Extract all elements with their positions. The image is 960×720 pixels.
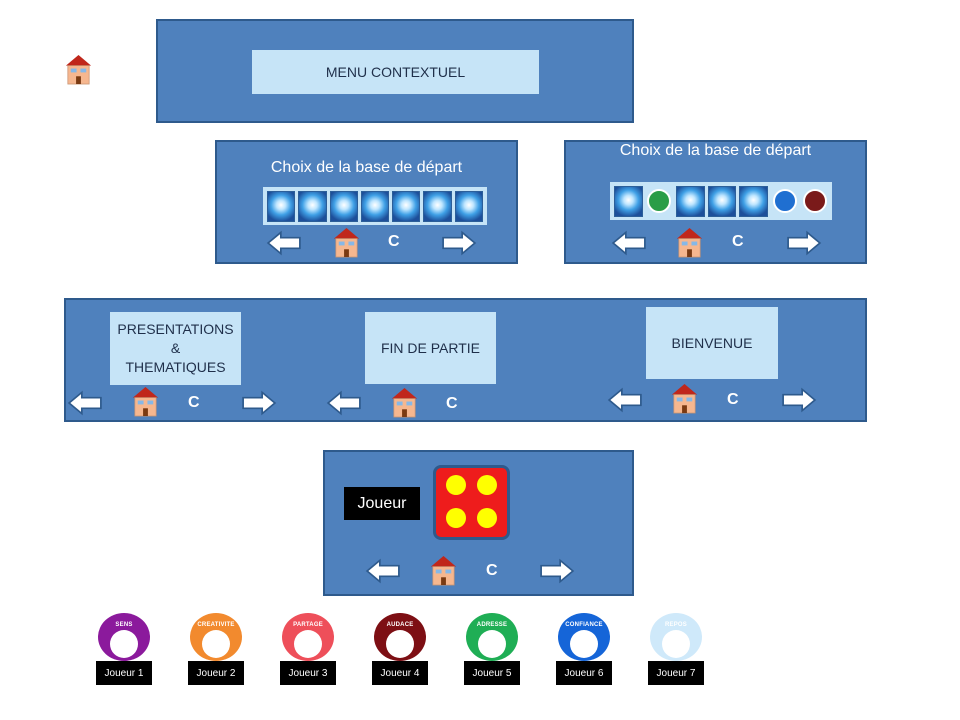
house-icon[interactable] [429,555,458,586]
arrow-right-icon[interactable] [539,558,575,584]
player-label: Joueur 5 [464,661,520,685]
house-icon[interactable] [131,386,160,417]
player-token[interactable]: CREATIVITE [190,613,242,661]
token-center [386,630,414,658]
joueur-label: Joueur [344,487,420,520]
arrow-left-icon[interactable] [607,387,643,413]
menu-contextuel-button[interactable]: MENU CONTEXTUEL [252,50,539,94]
token-badge-label: CREATIVITE [197,622,235,628]
base-badge[interactable] [646,187,673,216]
base-tile[interactable] [267,190,296,222]
die-pip [446,475,466,495]
token-badge-label: REPOS [664,622,687,628]
base-tile[interactable] [360,190,390,222]
base-choice-panel-right: Choix de la base de départ C [564,140,867,264]
base-tile-strip [263,187,487,225]
presentations-thematiques-button[interactable]: PRESENTATIONS & THEMATIQUES [110,312,241,385]
player-token[interactable]: REPOS [650,613,702,661]
token-center [570,630,598,658]
c-button[interactable]: C [727,391,739,408]
player-label: Joueur 1 [96,661,152,685]
dice-panel: Joueur C [323,450,634,596]
player-token[interactable]: AUDACE [374,613,426,661]
house-icon[interactable] [670,383,699,414]
base-tile[interactable] [454,190,483,222]
player-label: Joueur 4 [372,661,428,685]
player-token[interactable]: CONFIANCE [558,613,610,661]
arrow-left-icon[interactable] [365,558,401,584]
c-button[interactable]: C [446,395,458,412]
player-row: SENS Joueur 1 CREATIVITE Joueur 2 PARTAGE Jou… [0,610,960,690]
player-label: Joueur 6 [556,661,612,685]
house-icon[interactable] [332,227,361,258]
base-tile[interactable] [707,185,737,217]
token-center [110,630,138,658]
player-label: Joueur 7 [648,661,704,685]
token-center [662,630,690,658]
badge-disc-icon [802,189,827,213]
token-badge-label: PARTAGE [293,622,323,628]
die-pip [446,508,466,528]
base-tile[interactable] [614,185,643,217]
player-token[interactable]: PARTAGE [282,613,334,661]
base-tile[interactable] [739,185,769,217]
base-tile[interactable] [298,190,327,222]
panel-title: Choix de la base de départ [619,142,812,159]
arrow-left-icon[interactable] [326,390,362,416]
die-pip [477,508,497,528]
player-label: Joueur 2 [188,661,244,685]
c-button[interactable]: C [388,233,400,250]
panel-title: Choix de la base de départ [270,159,463,176]
badge-disc-icon [647,189,672,213]
token-badge-label: SENS [115,622,133,628]
arrow-right-icon[interactable] [786,230,822,256]
arrow-right-icon[interactable] [441,230,477,256]
arrow-left-icon[interactable] [67,390,103,416]
arrow-right-icon[interactable] [241,390,277,416]
bienvenue-button[interactable]: BIENVENUE [646,307,778,379]
c-button[interactable]: C [188,394,200,411]
base-tile[interactable] [329,190,358,222]
token-center [202,630,230,658]
house-icon[interactable] [390,387,419,418]
house-icon[interactable] [64,54,93,85]
player-token[interactable]: SENS [98,613,150,661]
base-badge[interactable] [771,187,798,216]
base-tile-strip [610,182,832,220]
base-tile[interactable] [392,190,421,222]
token-center [478,630,506,658]
house-icon[interactable] [675,227,704,258]
c-button[interactable]: C [486,562,498,579]
arrow-left-icon[interactable] [611,230,647,256]
arrow-right-icon[interactable] [781,387,817,413]
fin-de-partie-button[interactable]: FIN DE PARTIE [365,312,496,384]
base-choice-panel-left: Choix de la base de départ C [215,140,518,264]
die-face[interactable] [433,465,510,540]
c-button[interactable]: C [732,233,744,250]
base-tile[interactable] [675,185,705,217]
die-pip [477,475,497,495]
arrow-left-icon[interactable] [266,230,302,256]
token-badge-label: CONFIANCE [565,622,603,628]
menu-panel: MENU CONTEXTUEL [156,19,634,123]
player-token[interactable]: ADRESSE [466,613,518,661]
token-center [294,630,322,658]
base-tile[interactable] [423,190,452,222]
token-badge-label: ADRESSE [476,622,508,628]
player-label: Joueur 3 [280,661,336,685]
base-badge[interactable] [801,187,828,216]
token-badge-label: AUDACE [386,622,414,628]
badge-disc-icon [772,189,797,213]
navigation-panel: PRESENTATIONS & THEMATIQUES FIN DE PARTI… [64,298,867,422]
